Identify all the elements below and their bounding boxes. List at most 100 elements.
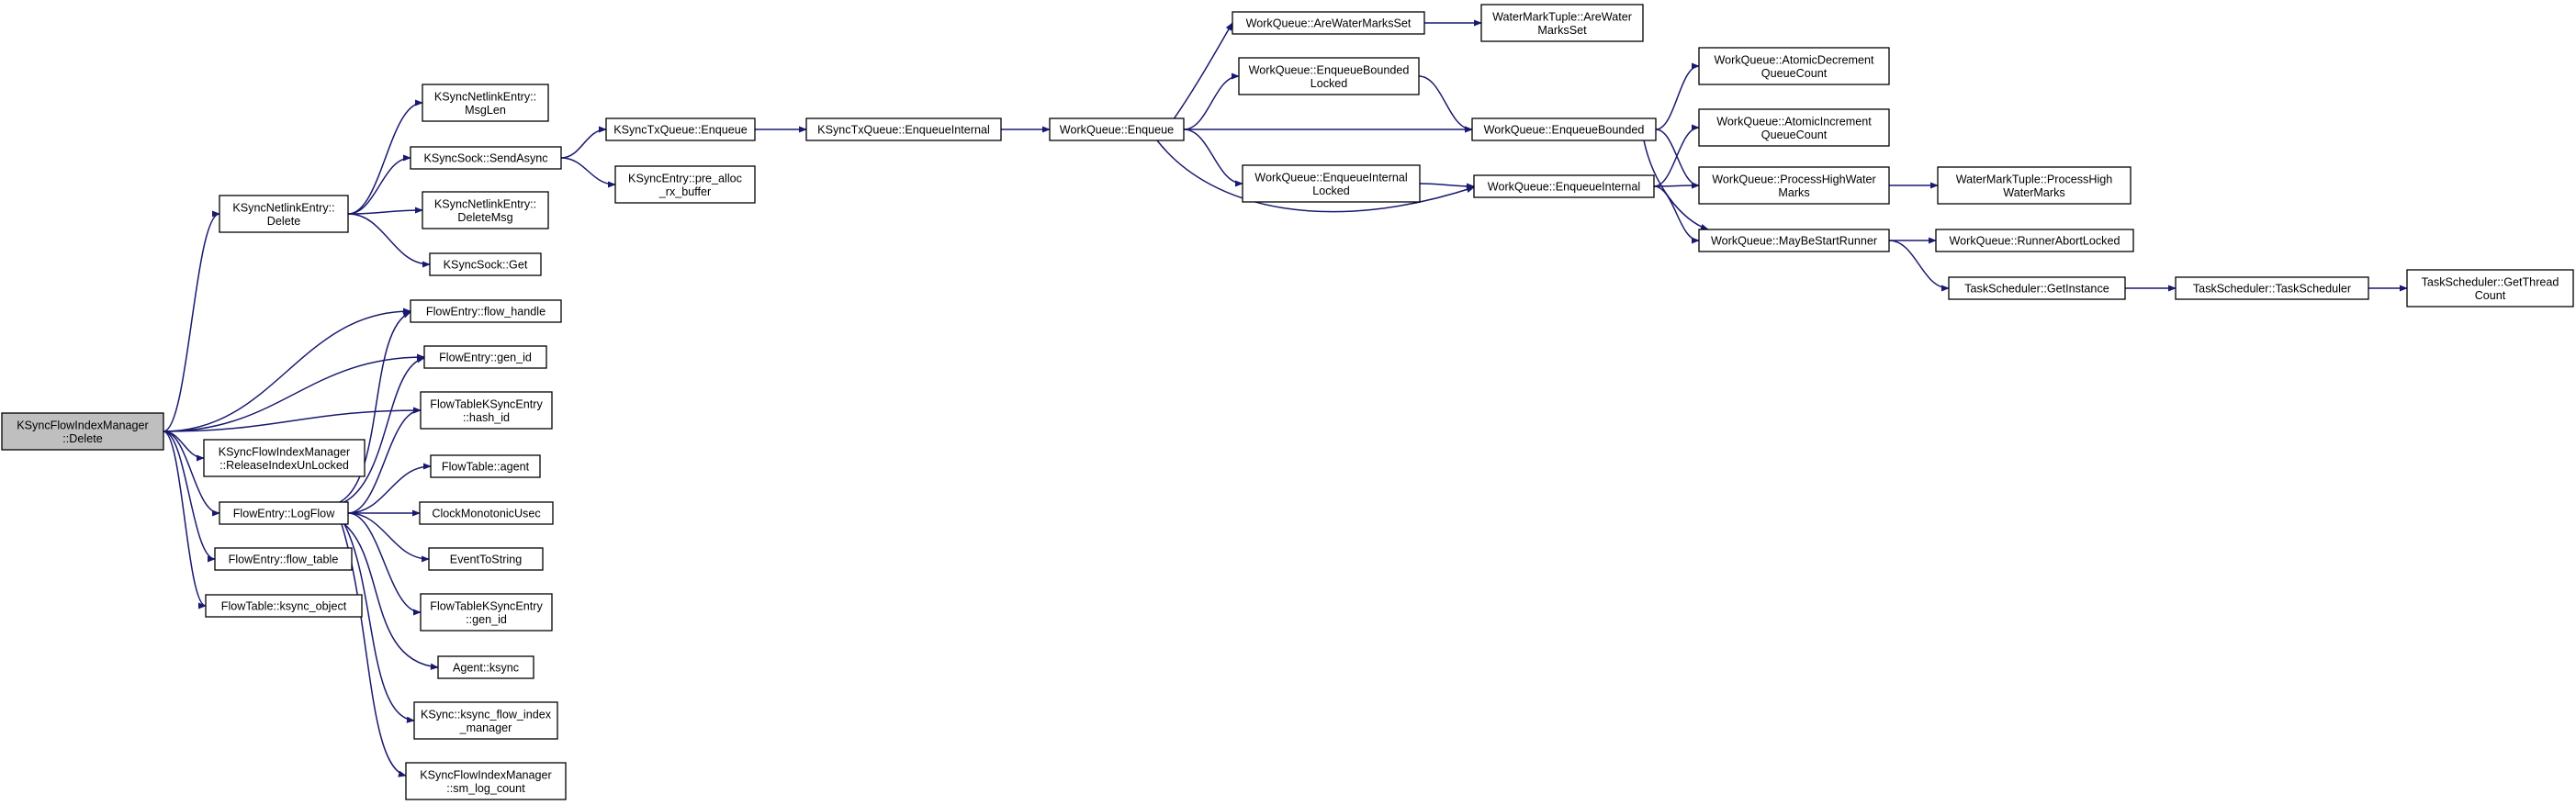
node-label: Locked <box>1310 77 1348 90</box>
edge-wq_mbsr-to-ts_getinst <box>1888 240 1950 292</box>
node-ksync-kfim[interactable]: KSync::ksync_flow_index_manager <box>413 701 558 740</box>
node-box <box>219 501 349 525</box>
edge-fe_logflow-to-event_tostr <box>347 512 430 563</box>
node-ktxq-enqueue[interactable]: KSyncTxQueue::Enqueue <box>605 117 756 141</box>
node-box <box>2406 269 2574 307</box>
node-label: Locked <box>1312 184 1350 197</box>
node-label: Count <box>2475 289 2506 302</box>
node-ksock-sendasync[interactable]: KSyncSock::SendAsync <box>410 146 562 170</box>
edge-wq_enqi-to-wq_atinc <box>1653 124 1700 187</box>
node-wq-enqi[interactable]: WorkQueue::EnqueueInternal <box>1473 174 1655 198</box>
edge-ksock_sendasync-to-ke_prealloc <box>560 157 616 188</box>
node-kne-deletemsg[interactable]: KSyncNetlinkEntry::DeleteMsg <box>422 191 549 229</box>
edge-root-to-ftke_hashid <box>163 407 422 432</box>
edge-kne_delete-to-ksock_sendasync <box>347 154 411 215</box>
node-box <box>410 299 562 323</box>
node-box <box>413 701 558 740</box>
node-wq-mbsr[interactable]: WorkQueue::MayBeStartRunner <box>1698 229 1890 252</box>
node-wq-enqb[interactable]: WorkQueue::EnqueueBounded <box>1471 117 1657 141</box>
node-fe-flowtable[interactable]: FlowEntry::flow_table <box>214 547 353 571</box>
node-ktxq-enqint[interactable]: KSyncTxQueue::EnqueueInternal <box>805 117 1002 141</box>
edge-ksock_sendasync-to-ktxq_enqueue <box>560 126 607 159</box>
edge-wq_enqueue-to-wq_enqil <box>1183 129 1243 187</box>
node-label: KSyncFlowIndexManager <box>17 419 149 431</box>
node-root[interactable]: KSyncFlowIndexManager::Delete <box>1 412 164 451</box>
node-label: MsgLen <box>465 104 506 117</box>
node-label: WorkQueue::EnqueueBounded <box>1249 63 1410 76</box>
node-box <box>429 252 542 276</box>
node-agent-ksync[interactable]: Agent::ksync <box>437 655 534 679</box>
node-clock-mono[interactable]: ClockMonotonicUsec <box>419 501 554 525</box>
node-label: MarksSet <box>1537 24 1587 37</box>
node-label: KSyncTxQueue::EnqueueInternal <box>817 124 990 137</box>
node-label: Agent::ksync <box>453 662 519 675</box>
node-label: KSyncFlowIndexManager <box>219 445 351 458</box>
node-ftke-genid[interactable]: FlowTableKSyncEntry::gen_id <box>420 593 553 632</box>
node-fe-flowhandle[interactable]: FlowEntry::flow_handle <box>410 299 562 323</box>
node-label: Marks <box>1778 186 1809 199</box>
node-label: FlowTable::ksync_object <box>221 600 347 613</box>
edge-root-to-fe_genid <box>163 353 425 432</box>
node-box <box>1948 276 2126 300</box>
node-kne-delete[interactable]: KSyncNetlinkEntry::Delete <box>219 195 349 233</box>
node-label: FlowEntry::gen_id <box>439 352 532 364</box>
node-label: FlowTable::agent <box>442 461 530 474</box>
node-label: TaskScheduler::GetThread <box>2422 275 2559 288</box>
edges-layer <box>163 19 2408 777</box>
edge-wq_enqueue-to-wq_arewm <box>1165 22 1233 130</box>
node-box <box>1698 108 1890 147</box>
node-label: KSyncNetlinkEntry:: <box>434 90 536 103</box>
node-label: WorkQueue::EnqueueBounded <box>1484 124 1645 137</box>
node-event-tostr[interactable]: EventToString <box>428 547 544 571</box>
node-label: ::ReleaseIndexUnLocked <box>219 459 349 472</box>
node-box <box>422 191 549 229</box>
node-label: FlowEntry::flow_table <box>229 553 339 566</box>
node-ftke-hashid[interactable]: FlowTableKSyncEntry::hash_id <box>420 391 553 430</box>
edge-root-to-fe_flowtable <box>163 430 216 563</box>
node-box <box>805 117 1002 141</box>
node-ft-ksyncobj[interactable]: FlowTable::ksync_object <box>205 594 363 618</box>
edge-fe_logflow-to-ftke_genid <box>347 512 422 616</box>
node-label: KSyncSock::Get <box>444 259 528 272</box>
node-fe-genid[interactable]: FlowEntry::gen_id <box>423 345 547 369</box>
node-wmt-arewm[interactable]: WaterMarkTuple::AreWaterMarksSet <box>1480 4 1644 42</box>
node-label: _rx_buffer <box>658 185 711 198</box>
edge-wq_enqi-to-wq_phwm <box>1653 182 1700 189</box>
node-box <box>1698 229 1890 252</box>
node-label: EventToString <box>450 553 522 566</box>
node-box <box>1937 166 2132 205</box>
node-wq-enqueue[interactable]: WorkQueue::Enqueue <box>1049 117 1185 141</box>
edge-root-to-kne_delete <box>163 210 220 432</box>
node-kfim-release[interactable]: KSyncFlowIndexManager::ReleaseIndexUnLoc… <box>203 439 366 477</box>
node-label: TaskScheduler::TaskScheduler <box>2193 283 2351 296</box>
node-kne-msglen[interactable]: KSyncNetlinkEntry::MsgLen <box>422 84 549 122</box>
node-kfim-smlog[interactable]: KSyncFlowIndexManager::sm_log_count <box>405 762 567 800</box>
node-wq-ral[interactable]: WorkQueue::RunnerAbortLocked <box>1935 229 2134 252</box>
node-label: FlowTableKSyncEntry <box>430 599 543 612</box>
node-ts-getinst[interactable]: TaskScheduler::GetInstance <box>1948 276 2126 300</box>
node-box <box>205 594 363 618</box>
node-label: WorkQueue::MayBeStartRunner <box>1711 235 1877 248</box>
node-ke-prealloc[interactable]: KSyncEntry::pre_alloc_rx_buffer <box>614 165 756 204</box>
node-wq-arewm[interactable]: WorkQueue::AreWaterMarksSet <box>1232 11 1425 35</box>
node-label: QueueCount <box>1761 129 1828 141</box>
edge-fe_logflow-to-ksync_kfim <box>343 523 415 723</box>
node-ft-agent[interactable]: FlowTable::agent <box>430 454 541 478</box>
node-label: ::Delete <box>62 432 102 445</box>
node-fe-logflow[interactable]: FlowEntry::LogFlow <box>219 501 349 525</box>
edge-wq_enqb-to-wq_atdec <box>1655 62 1700 130</box>
node-label: ::hash_id <box>463 411 510 424</box>
node-box <box>423 345 547 369</box>
node-box <box>1935 229 2134 252</box>
edge-kne_delete-to-kne_deletemsg <box>347 207 423 215</box>
edge-fe_logflow-to-fe_genid <box>343 356 425 503</box>
node-ksock-get[interactable]: KSyncSock::Get <box>429 252 542 276</box>
node-ts-ts[interactable]: TaskScheduler::TaskScheduler <box>2175 276 2369 300</box>
